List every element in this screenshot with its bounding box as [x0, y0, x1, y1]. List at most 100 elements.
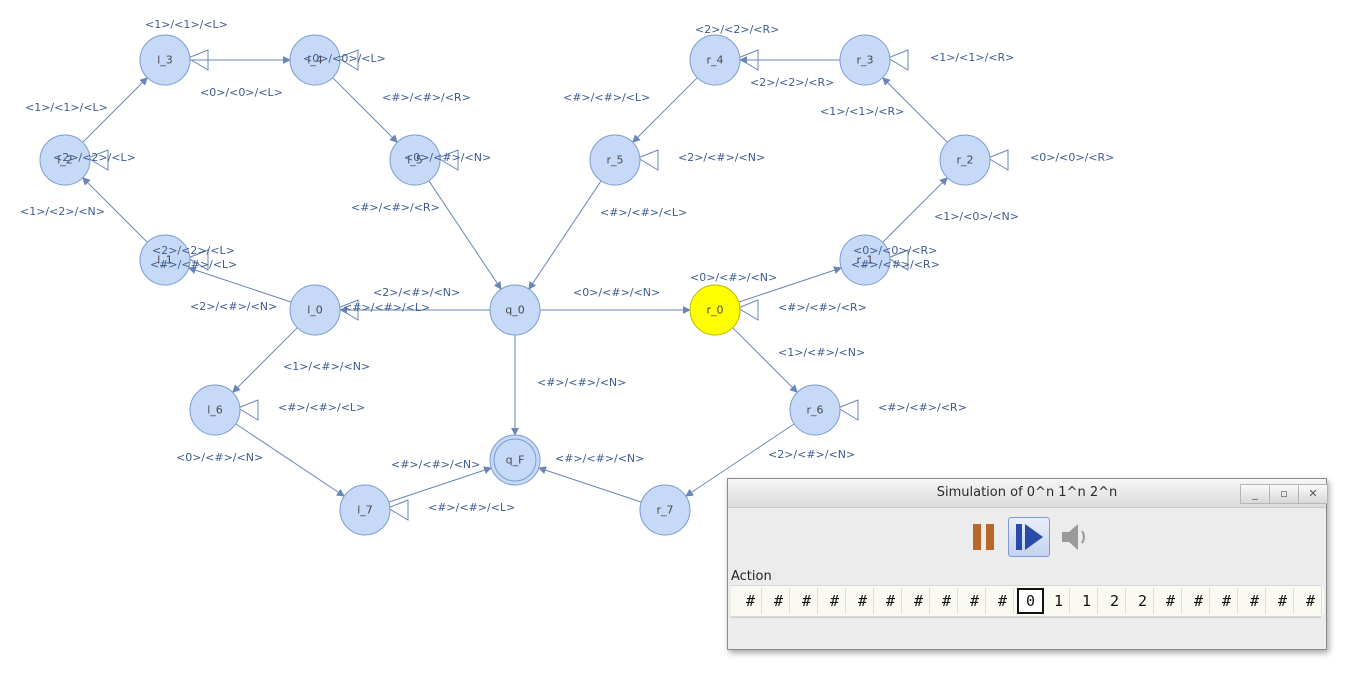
state-r_7[interactable] [639, 484, 691, 536]
transition-label: <#>/<#>/<L> [278, 401, 365, 414]
edge-r_1-to-r_2 [882, 177, 948, 243]
final-state-ring [493, 438, 537, 482]
state-l_7[interactable] [339, 484, 391, 536]
self-loop-r_1 [886, 249, 909, 271]
step-forward-button[interactable] [1008, 517, 1050, 557]
state-l_3[interactable] [139, 34, 191, 86]
edge-l_4-to-l_5 [332, 77, 398, 143]
tape-cell: 2 [1101, 588, 1128, 614]
state-label: l_4 [307, 54, 323, 67]
state-label: r_0 [706, 304, 723, 317]
state-label: q_0 [505, 304, 524, 317]
state-label: r_2 [956, 154, 973, 167]
tape-cell: # [989, 588, 1016, 614]
transition-label: <#>/<#>/<L> [150, 258, 237, 271]
tape-cell: # [905, 588, 932, 614]
self-loop-r_3 [886, 49, 909, 71]
action-label: Action [731, 569, 772, 584]
transition-label: <0>/<0>/<L> [303, 52, 386, 65]
edge-l_7-to-q_F [388, 466, 493, 503]
tape-cell: 1 [1073, 588, 1100, 614]
transition-label: <#>/<#>/<R> [382, 91, 471, 104]
state-r_0[interactable] [689, 284, 741, 336]
status-area [731, 617, 1321, 646]
state-r_2[interactable] [939, 134, 991, 186]
self-loop-r_2 [986, 149, 1009, 171]
state-label: l_1 [157, 254, 173, 267]
state-l_2[interactable] [39, 134, 91, 186]
maximize-icon[interactable]: ▫ [1269, 484, 1299, 504]
edge-r_7-to-q_F [537, 466, 642, 503]
state-l_6[interactable] [189, 384, 241, 436]
state-label: r_7 [656, 504, 673, 517]
transition-label: <#>/<#>/<N> [391, 458, 480, 471]
transition-label: <2>/<#>/<N> [768, 448, 855, 461]
transition-label: <1>/<1>/<L> [25, 101, 108, 114]
tape-cell: # [1297, 588, 1324, 614]
state-label: q_F [506, 454, 525, 467]
state-q_0[interactable] [489, 284, 541, 336]
transition-label: <0>/<0>/<L> [200, 86, 283, 99]
step-forward-icon [1016, 524, 1043, 550]
transition-label: <0>/<#>/<N> [176, 451, 263, 464]
edge-l_6-to-l_7 [235, 423, 345, 497]
state-label: r_5 [606, 154, 623, 167]
simulation-window: Simulation of 0^n 1^n 2^n _ ▫ ✕ Action #… [727, 478, 1328, 650]
state-r_6[interactable] [789, 384, 841, 436]
transition-label: <1>/<1>/<R> [930, 51, 1014, 64]
tape-cell: # [961, 588, 988, 614]
transition-label: <0>/<#>/<N> [404, 151, 491, 164]
transition-label: <2>/<#>/<N> [190, 300, 277, 313]
close-icon[interactable]: ✕ [1298, 484, 1328, 504]
transition-label: <0>/<#>/<N> [690, 271, 777, 284]
self-loop-l_5 [436, 149, 459, 171]
edge-r_4-to-r_5 [632, 77, 698, 143]
tape-cell: # [1213, 588, 1240, 614]
pause-button[interactable] [963, 517, 1005, 557]
transition-label: <1>/<#>/<N> [283, 360, 370, 373]
state-r_5[interactable] [589, 134, 641, 186]
edge-r_0-to-r_1 [738, 266, 843, 303]
tape-cell: # [933, 588, 960, 614]
self-loop-r_5 [636, 149, 659, 171]
tape-head-cell: 0 [1017, 588, 1044, 614]
edge-l_1-to-l_2 [82, 177, 148, 243]
minimize-icon[interactable]: _ [1240, 484, 1270, 504]
state-label: r_3 [856, 54, 873, 67]
self-loop-l_1 [186, 249, 209, 271]
transition-label: <2>/<2>/<L> [53, 151, 136, 164]
state-label: r_1 [856, 254, 873, 267]
state-l_4[interactable] [289, 34, 341, 86]
state-r_1[interactable] [839, 234, 891, 286]
transition-label: <1>/<1>/<L> [145, 18, 228, 31]
state-l_0[interactable] [289, 284, 341, 336]
sound-button[interactable] [1053, 517, 1095, 557]
transition-label: <#>/<#>/<L> [428, 501, 515, 514]
edge-r_5-to-q_0 [528, 180, 602, 290]
self-loop-l_6 [236, 399, 259, 421]
simulation-toolbar [953, 515, 1085, 557]
state-r_3[interactable] [839, 34, 891, 86]
transition-label: <#>/<#>/<L> [343, 301, 430, 314]
transition-label: <#>/<#>/<R> [851, 258, 940, 271]
state-label: l_2 [57, 154, 73, 167]
state-label: r_4 [706, 54, 723, 67]
window-title-bar[interactable]: Simulation of 0^n 1^n 2^n _ ▫ ✕ [728, 479, 1328, 508]
state-r_4[interactable] [689, 34, 741, 86]
transition-label: <#>/<#>/<R> [351, 201, 440, 214]
state-q_F[interactable] [489, 434, 541, 486]
tape-cell: # [793, 588, 820, 614]
tape-cell: # [765, 588, 792, 614]
state-l_1[interactable] [139, 234, 191, 286]
transition-label: <1>/<1>/<R> [820, 105, 904, 118]
state-l_5[interactable] [389, 134, 441, 186]
transition-label: <#>/<#>/<R> [878, 401, 967, 414]
transition-label: <1>/<2>/<N> [20, 205, 105, 218]
self-loop-l_0 [336, 299, 359, 321]
self-loop-r_4 [736, 49, 759, 71]
self-loop-r_6 [836, 399, 859, 421]
state-label: r_6 [806, 404, 823, 417]
transition-label: <2>/<#>/<N> [373, 286, 460, 299]
tape-cell: # [849, 588, 876, 614]
